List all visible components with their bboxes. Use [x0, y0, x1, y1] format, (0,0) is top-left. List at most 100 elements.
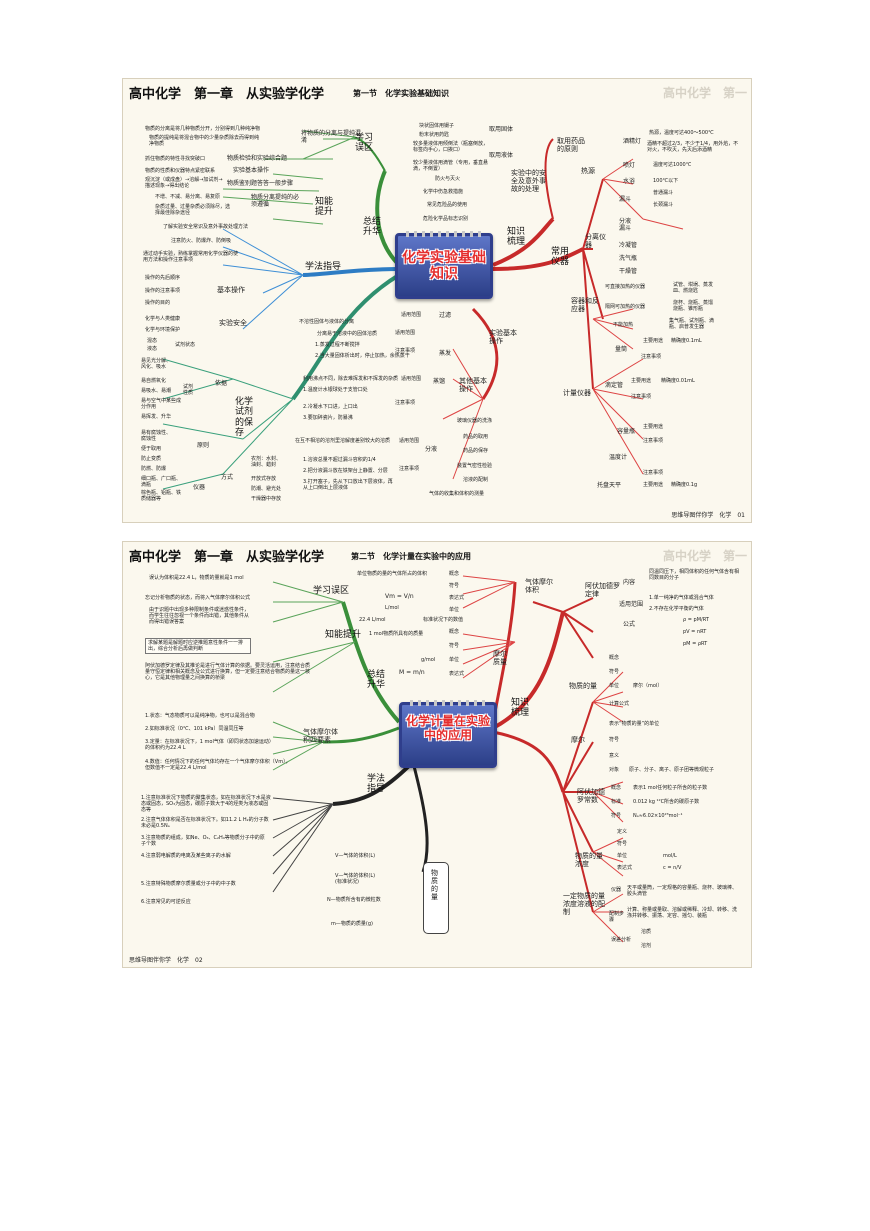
cylinder-notes: 注意事项: [641, 354, 662, 360]
mindmap-page-1: 高中化学 第一章 从实验学化学 第一节 化学实验基础知识 高中化学 第一 化学实…: [122, 78, 752, 523]
prep-item-3: 误差分析: [611, 937, 632, 943]
conc-item-2: 符号: [617, 841, 628, 847]
no-list: 集气瓶、试剂瓶、滴瓶、启普发生器: [669, 318, 715, 330]
method-note-5: 5.注意特殊物质摩尔质量或分子中的中子数: [141, 881, 236, 887]
hub-method: 学法指导: [367, 774, 386, 795]
law-scope-2: 2.不存在化学平衡的气体: [649, 606, 704, 612]
molar-unit-label: 单位: [449, 657, 460, 663]
thermo-use: 注意事项: [643, 470, 664, 476]
core-amount: 物质的量: [431, 869, 438, 902]
safety-item-1: 了解实验安全常识及意外事故处理方法: [163, 224, 249, 230]
conc-item-3: 单位: [617, 853, 628, 859]
conv-3: N—物质所含有的微粒数: [327, 897, 381, 903]
review-item-3: 由于识题中出现多种限制条件或迷惑性条件，而学生往往忽视一个条件而出错，其他条件从…: [149, 607, 250, 625]
separate-inst-label: 分离仪器: [585, 233, 606, 250]
conv-2: V—气体的体积(L)(标准状况): [335, 873, 376, 885]
amount-unit: 摩尔（mol）: [633, 683, 663, 689]
funnel-3: 冷凝管: [619, 242, 638, 249]
mole-item-1: 表示“物质的量”的单位: [609, 721, 660, 727]
method-note-3: 3.注意物质的组成，如Ne、O₃、C₂H₄等物质分子中的原子个数: [141, 835, 265, 847]
way-3: 防潮、避光处: [251, 486, 282, 492]
sep-scope-label: 适用范围: [399, 438, 420, 444]
conv-4: m—物质的质量(g): [331, 921, 373, 927]
synth-item-3: 观沉淀（或成盘）→溶解→加试剂→描述现象→得出结论: [145, 177, 223, 189]
mole-item-4: 对象: [609, 767, 620, 773]
center-topic: 化学计量在实验中的应用: [406, 714, 491, 742]
formula-3: pM = ρRT: [683, 641, 708, 647]
mix-item-1: 物质的分离是将几种物质分开，分别得到几种纯净物: [145, 126, 261, 132]
conc-formula: c = n/V: [663, 865, 682, 871]
other-item-4: 装置气密性检验: [457, 463, 493, 469]
way-1: 农剂：水封、油封、蜡封: [251, 456, 282, 468]
na-item-3: 符号: [611, 813, 622, 819]
direct-heat: 可直接加热的仪器: [605, 284, 646, 290]
state-1: 混态: [147, 338, 158, 344]
burner-1: 酒精灯: [623, 138, 642, 145]
gas-concept: 单位物质的量的气体所占的体积: [357, 571, 428, 577]
prop-3: 易吸水、易潮: [141, 388, 172, 394]
distill-label: 蒸馏: [433, 378, 446, 385]
core-amount-box: 物质的量: [423, 862, 449, 934]
page-footer: 思维导图伴你学 化学 01: [671, 512, 745, 519]
basic-op-label: 基本操作: [217, 286, 245, 294]
other-item-2: 药品的取用: [463, 434, 489, 440]
rule-3: 防燃、防爆: [141, 466, 167, 472]
burner-2: 喷灯: [623, 162, 636, 169]
amount-item-2: 符号: [609, 669, 620, 675]
op-item-1: 操作的先后顺序: [145, 275, 181, 281]
section-title: 第一节 化学实验基础知识: [353, 89, 449, 98]
synth-label-2: 实验基本操作: [233, 167, 270, 174]
branch-review: 学习误区: [313, 586, 350, 596]
net-list: 烧杯、烧瓶、蒸馏烧瓶、锥形瓶: [673, 300, 714, 312]
prop-6: 易有腐蚀性、腐蚀性: [141, 430, 172, 442]
distill-note-1: 1.温度计水银球处于支管口处: [303, 387, 368, 393]
mole-item-3: 意义: [609, 753, 620, 759]
way-4: 干燥器中存放: [251, 496, 282, 502]
prop-5: 易挥发、升华: [141, 414, 172, 420]
no-heat: 不能加热: [613, 322, 634, 328]
burner-note-2: 酒精不超过2/3，不少于1/4，用外焰，不对火，不吹灭，先灭后添酒精: [647, 141, 739, 153]
molar-formula: M = m/n: [399, 669, 425, 676]
funnel-2: 分液漏斗: [619, 218, 632, 232]
na-concept: 表示1 mol任何粒子所含的粒子数: [633, 785, 708, 791]
burette-label: 滴定管: [605, 382, 624, 389]
mindmap-page-2: 高中化学 第一章 从实验学化学 第二节 化学计量在实验中的应用 高中化学 第一 …: [122, 541, 752, 968]
balance-precision: 精确度0.1g: [671, 482, 698, 488]
accident-item-4: 危险化学品标志识别: [423, 216, 469, 222]
container-label: 容器和反应器: [571, 297, 599, 314]
safety-label: 实验安全: [219, 319, 247, 327]
branch-promote: 知能提升: [315, 197, 334, 218]
burner-note-3: 温度可达1000℃: [653, 162, 692, 168]
law-scope-1: 1.单一纯净的气体或混合气体: [649, 595, 714, 601]
gas-expr-label: 表达式: [449, 595, 465, 601]
take-item-3: 较多量液体用倾倒法（瓶塞倒放，标签向手心，口挨口）: [413, 141, 489, 153]
rule-2: 防止变质: [141, 456, 162, 462]
prop-2: 易自燃氧化: [141, 378, 167, 384]
gas-item-4: 4.数值：任何情况下的任何气体均存在一个气体摩尔体积（Vm），但数值不一定是22…: [145, 759, 291, 771]
vessel-label: 仪器: [193, 484, 206, 491]
filter-scope-label: 适用范围: [401, 312, 422, 318]
other-item-5: 溶液的配制: [463, 477, 489, 483]
common-inst-label: 常用仪器: [551, 247, 570, 268]
way-label: 方式: [221, 474, 234, 481]
molar-concept-label: 概念: [449, 629, 460, 635]
method-note-2: 2.注意气体体积是否在标准状况下。如11.2 L H₂的分子数未必是0.5Nₐ: [141, 817, 269, 829]
mole-object: 原子、分子、离子、原子团等微观粒子: [629, 767, 715, 773]
way-2: 开放式存放: [251, 476, 277, 482]
evap-scope: 分离易于溶液中的固体溶质: [317, 331, 378, 337]
funnel-1: 漏斗: [619, 196, 632, 203]
accident-item-2: 化学中伤急救措施: [423, 189, 464, 195]
avogadro-label: 阿伏加德罗常数: [577, 788, 605, 805]
env-item-2: 化学与环境保护: [145, 327, 181, 333]
take-liquid: 取用液体: [489, 152, 514, 159]
vm-note: 标准状况下的数值: [423, 617, 464, 623]
balance-label: 托盘天平: [597, 482, 622, 489]
gas-unit: L/mol: [385, 605, 399, 611]
storage-label: 化学试剂的保存: [235, 397, 254, 439]
accident-item-1: 防火与灭火: [435, 176, 461, 182]
sep-label: 物质分离提纯的必须遵循: [251, 194, 300, 208]
burette-notes: 注意事项: [631, 394, 652, 400]
gas-elements-label: 气体摩尔体积四要素: [303, 728, 338, 745]
amount-item-3: 单位: [609, 683, 620, 689]
other-item-3: 药品的保存: [463, 448, 489, 454]
